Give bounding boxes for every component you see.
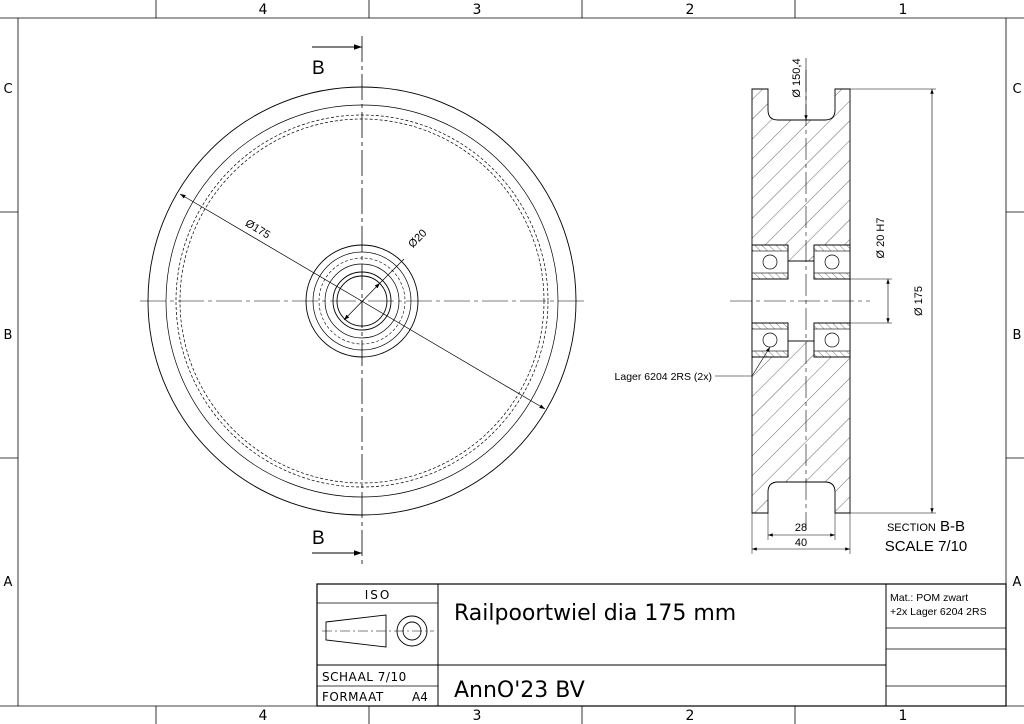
zone-col-1-top: 1: [899, 2, 908, 18]
dim-outer-diameter-section-label: Ø 175: [913, 286, 925, 316]
dim-bore-diameter-label: Ø20: [406, 227, 429, 250]
drawing-title: Railpoortwiel dia 175 mm: [454, 601, 736, 626]
dim-groove-width-label: 28: [795, 522, 807, 534]
zone-col-3-bottom: 3: [473, 708, 482, 724]
section-marker-top: B: [312, 58, 325, 79]
zone-row-a-left: A: [4, 575, 13, 590]
zone-labels: 4 3 2 1 4 3 2 1 C B A C B A: [3, 2, 1021, 724]
projection-label: ISO: [365, 588, 392, 602]
format-value: A4: [412, 690, 428, 704]
material-line-2: +2x Lager 6204 2RS: [890, 606, 987, 618]
bearing-right: [813, 244, 851, 358]
bearing-left: [751, 244, 789, 358]
dim-outer-diameter-line: [179, 193, 546, 410]
section-marker-bottom: B: [312, 528, 325, 549]
dim-width-label: 40: [795, 537, 807, 549]
company-name: AnnO'23 BV: [454, 678, 585, 703]
zone-row-b-left: B: [4, 328, 13, 343]
title-block: ISO Railpoortwiel dia 175 mm SCHAAL 7/10…: [316, 583, 1007, 707]
dim-outer-diameter-label: Ø175: [243, 217, 272, 241]
zone-col-1-bottom: 1: [899, 708, 908, 724]
dim-groove-diameter-label: Ø 150,4: [791, 58, 803, 97]
bearing-note: Lager 6204 2RS (2x): [615, 371, 712, 383]
dim-bore-fit-label: Ø 20 H7: [875, 218, 887, 259]
zone-row-b-right: B: [1013, 328, 1022, 343]
dim-bore-diameter-line: [343, 282, 381, 321]
zone-row-a-right: A: [1013, 575, 1022, 590]
zone-col-2-top: 2: [686, 2, 695, 18]
section-title: SECTION B-B: [887, 518, 965, 535]
wheel-outer-circle: [147, 86, 577, 516]
zone-col-2-bottom: 2: [686, 708, 695, 724]
format-label: FORMAAT: [322, 690, 384, 704]
front-view: Ø175 Ø20 B B: [140, 36, 588, 565]
zone-col-4-bottom: 4: [259, 708, 268, 724]
zone-row-c-left: C: [3, 82, 12, 97]
scale-field: SCHAAL 7/10: [322, 670, 407, 684]
material-line-1: Mat.: POM zwart: [890, 592, 968, 604]
section-scale: SCALE 7/10: [885, 538, 968, 555]
projection-symbol-icon: [322, 614, 434, 648]
zone-row-c-right: C: [1012, 82, 1021, 97]
zone-col-3-top: 3: [473, 2, 482, 18]
section-view: Ø 150,4 Ø 20 H7 Ø 175 28 40 Lager 6204 2…: [615, 58, 968, 555]
zone-col-4-top: 4: [259, 2, 268, 18]
